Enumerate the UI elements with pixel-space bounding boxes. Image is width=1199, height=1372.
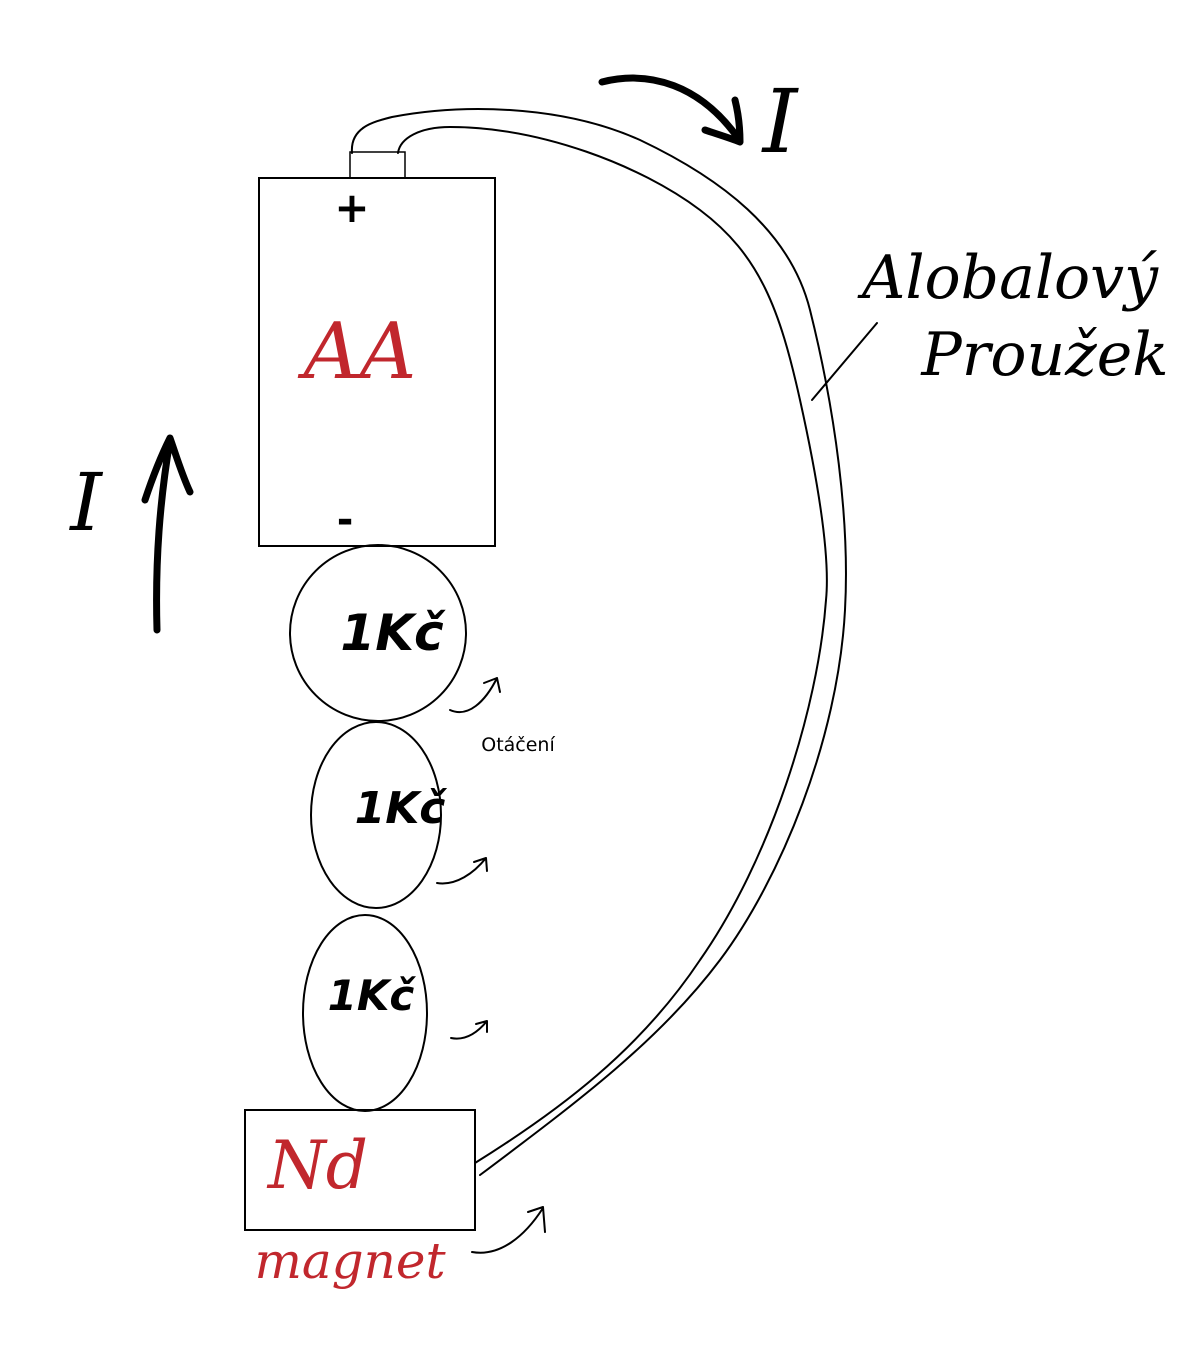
magnet-label: Nd xyxy=(266,1127,368,1204)
magnet-body xyxy=(244,1109,476,1231)
coin-1-label: 1Kč xyxy=(340,604,446,662)
current-symbol-left: I xyxy=(68,456,103,549)
battery-plus-sign: + xyxy=(334,183,369,232)
current-symbol-top: I xyxy=(761,70,800,173)
current-arrow-top xyxy=(598,74,744,146)
rotation-arrow-4 xyxy=(471,1206,546,1254)
svg-text:I: I xyxy=(761,70,800,173)
rotation-arrow-3 xyxy=(450,1020,488,1040)
rotation-label: Otáčení xyxy=(481,734,555,756)
battery-minus-sign: - xyxy=(337,497,354,543)
coin-3-label: 1Kč xyxy=(328,971,417,1020)
magnet-caption: magnet xyxy=(254,1232,446,1290)
coin-1 xyxy=(289,544,467,722)
foil-label-pointer xyxy=(811,322,878,401)
rotation-arrow-2 xyxy=(436,857,488,885)
battery-label: AA xyxy=(298,307,417,397)
foil-strip-outer xyxy=(350,108,847,1176)
foil-label-line1: Alobalový xyxy=(857,243,1159,313)
foil-label-line2: Proužek xyxy=(920,320,1168,390)
coin-2 xyxy=(310,721,442,909)
coin-2-label: 1Kč xyxy=(355,783,448,834)
svg-text:I: I xyxy=(68,456,103,549)
battery-terminal-tab xyxy=(349,151,406,179)
rotation-arrow-1 xyxy=(449,677,501,713)
foil-strip-inner xyxy=(397,126,828,1164)
current-arrow-left xyxy=(141,434,194,634)
